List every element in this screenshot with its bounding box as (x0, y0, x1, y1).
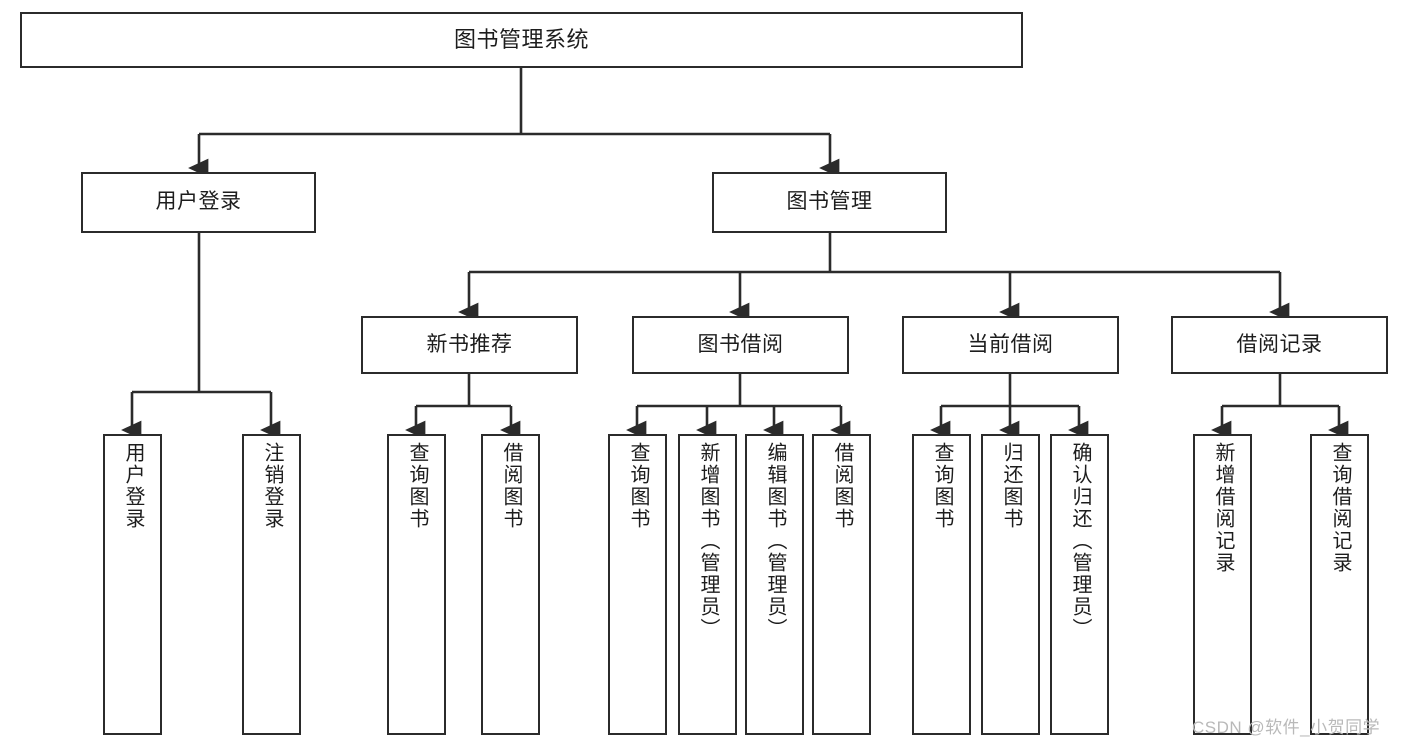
watermark-text: CSDN @软件_小贺同学 (1192, 718, 1381, 737)
node-label: 编辑图书（管理员） (764, 442, 786, 640)
leaf-query-borrow-record[interactable]: 查询借阅记录 (1310, 434, 1369, 735)
node-label: 新书推荐 (426, 332, 513, 356)
node-label: 查询图书 (406, 442, 428, 530)
node-label: 借阅图书 (831, 442, 853, 530)
node-label: 图书借阅 (697, 332, 784, 356)
node-new-book-recommend[interactable]: 新书推荐 (361, 316, 578, 374)
leaf-query-book-borrow[interactable]: 查询图书 (608, 434, 667, 735)
node-label: 注销登录 (261, 442, 283, 530)
leaf-edit-book[interactable]: 编辑图书（管理员） (745, 434, 804, 735)
leaf-borrow-book[interactable]: 借阅图书 (812, 434, 871, 735)
node-label: 查询借阅记录 (1329, 442, 1351, 574)
node-label: 图书管理系统 (453, 27, 589, 53)
node-label: 归还图书 (1000, 442, 1022, 530)
node-label: 借阅记录 (1236, 332, 1323, 356)
node-label: 新增图书（管理员） (697, 442, 719, 640)
leaf-add-book[interactable]: 新增图书（管理员） (678, 434, 737, 735)
leaf-add-borrow-record[interactable]: 新增借阅记录 (1193, 434, 1252, 735)
node-borrow-record[interactable]: 借阅记录 (1171, 316, 1388, 374)
leaf-return-book[interactable]: 归还图书 (981, 434, 1040, 735)
node-label: 查询图书 (627, 442, 649, 530)
leaf-borrow-book-recommend[interactable]: 借阅图书 (481, 434, 540, 735)
node-label: 查询图书 (931, 442, 953, 530)
leaf-query-book-recommend[interactable]: 查询图书 (387, 434, 446, 735)
node-label: 借阅图书 (500, 442, 522, 530)
node-label: 图书管理 (786, 190, 873, 214)
node-label: 用户登录 (155, 190, 242, 214)
leaf-user-login[interactable]: 用户登录 (103, 434, 162, 735)
leaf-confirm-return[interactable]: 确认归还（管理员） (1050, 434, 1109, 735)
node-book-borrow[interactable]: 图书借阅 (632, 316, 849, 374)
node-label: 新增借阅记录 (1212, 442, 1234, 574)
leaf-logout-login[interactable]: 注销登录 (242, 434, 301, 735)
node-label: 当前借阅 (967, 332, 1054, 356)
leaf-query-book-current[interactable]: 查询图书 (912, 434, 971, 735)
node-user-login[interactable]: 用户登录 (81, 172, 316, 233)
node-label: 用户登录 (122, 442, 144, 530)
node-book-manage[interactable]: 图书管理 (712, 172, 947, 233)
node-label: 确认归还（管理员） (1069, 442, 1091, 640)
node-current-borrow[interactable]: 当前借阅 (902, 316, 1119, 374)
node-root-system[interactable]: 图书管理系统 (20, 12, 1023, 68)
